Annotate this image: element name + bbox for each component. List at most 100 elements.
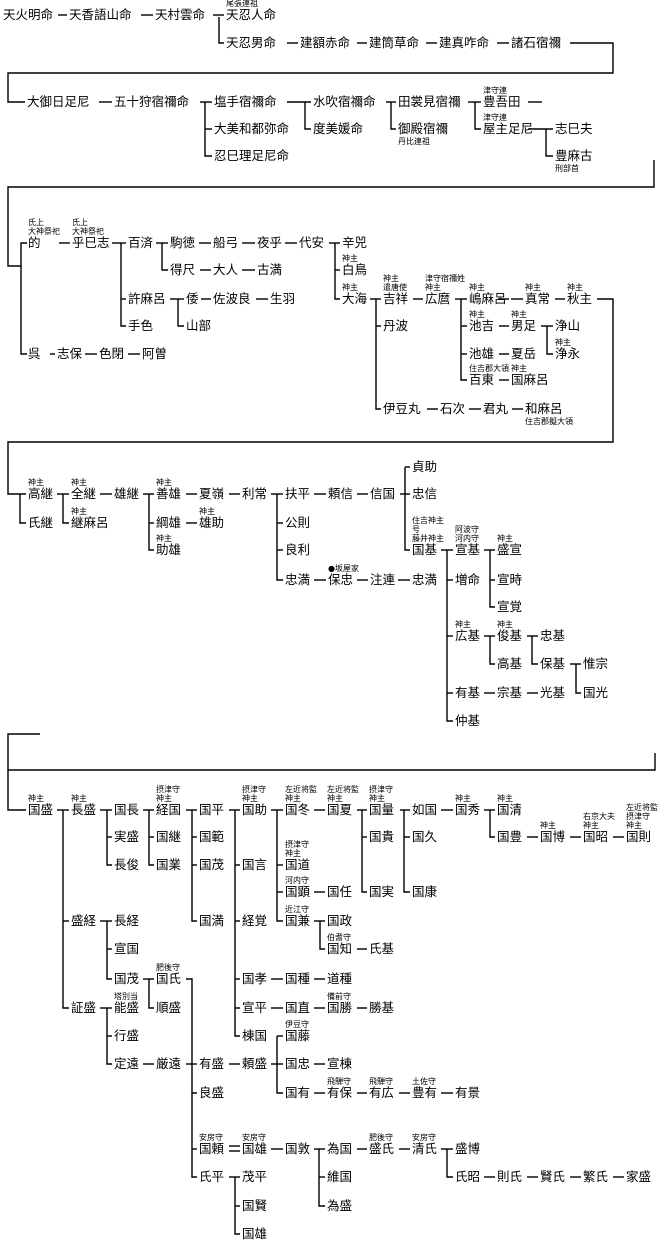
- person-name: 国昭: [583, 829, 608, 844]
- person-name: 順盛: [156, 1000, 181, 1015]
- person-name: 保基: [540, 656, 566, 671]
- person-name: 綱雄: [156, 515, 181, 530]
- person-name: 宣棟: [327, 1056, 353, 1071]
- person-name: 宣基: [455, 542, 481, 557]
- person-name: 宣覚: [497, 599, 522, 614]
- person-name: 国業: [156, 857, 182, 872]
- person-name: 秋主: [567, 291, 592, 306]
- person-node: 国豊: [497, 829, 522, 844]
- person-node: 駒徳: [170, 235, 196, 250]
- person-name: 国冬: [285, 802, 310, 817]
- person-node: 田裳見宿禰: [398, 94, 461, 109]
- person-node: 維国: [327, 1169, 352, 1184]
- person-name: 国量: [369, 802, 394, 817]
- person-node: 証盛: [71, 1000, 96, 1015]
- person-node: 忠基: [540, 628, 566, 643]
- title-annotation: 津守連: [483, 85, 507, 95]
- person-node: 繁氏: [583, 1169, 608, 1184]
- connector-line: [575, 664, 581, 694]
- title-annotation: 土佐守: [412, 1076, 436, 1086]
- person-node: 夜乎: [257, 235, 282, 250]
- connector-line: [446, 550, 453, 722]
- person-node: 宣国: [114, 941, 139, 956]
- connector-line: [7, 733, 656, 771]
- person-name: 高継: [28, 486, 53, 501]
- title-annotation: 塔別当: [114, 991, 138, 1001]
- person-name: 有景: [455, 1085, 480, 1100]
- title-annotation: 神主: [555, 337, 571, 347]
- person-name: 盛氏: [369, 1141, 394, 1156]
- person-node: 道種: [327, 971, 353, 986]
- person-name: 国光: [583, 685, 608, 700]
- person-node: 長俊: [114, 857, 139, 872]
- person-node: 有盛: [199, 1056, 224, 1071]
- person-node: 五十狩宿禰命: [114, 94, 190, 109]
- title-annotation: 神主: [567, 282, 583, 292]
- person-name: 得尺: [170, 262, 195, 277]
- person-name: 池吉: [469, 318, 494, 333]
- person-node: 良利: [285, 542, 310, 557]
- person-node: 国言: [242, 857, 267, 872]
- person-node: 行盛: [114, 1028, 139, 1043]
- person-name: 頼盛: [242, 1056, 267, 1071]
- title-annotation: 藤井神主: [412, 533, 444, 543]
- person-node: 呉: [28, 346, 41, 361]
- person-node: 建筒草命: [369, 35, 420, 50]
- title-annotation: 神主: [583, 820, 599, 830]
- person-node: 色閉: [99, 346, 124, 361]
- person-name: 豊麻古: [555, 148, 593, 163]
- person-node: 阿曽: [142, 346, 167, 361]
- person-name: 証盛: [71, 1000, 96, 1015]
- person-node: 厳遠: [156, 1056, 181, 1071]
- person-name: 国豊: [497, 829, 522, 844]
- connector-line: [361, 810, 367, 893]
- person-name: 忍巳理足尼命: [214, 148, 290, 163]
- person-name: 維国: [327, 1169, 352, 1184]
- person-name: 全継: [71, 486, 96, 501]
- subtitle-annotation: 刑部首: [555, 163, 579, 173]
- person-name: 国賢: [242, 1198, 268, 1213]
- connector-line: [234, 1177, 240, 1235]
- person-name: 棟国: [242, 1028, 267, 1043]
- title-annotation: 神主: [28, 477, 44, 487]
- title-annotation: 摂津守: [242, 784, 266, 794]
- connector-line: [319, 921, 325, 950]
- person-node: 氏昭: [455, 1169, 480, 1184]
- person-name: 厳遠: [156, 1056, 181, 1071]
- person-name: 国継: [156, 829, 181, 844]
- title-annotation: ●坂屋家: [328, 563, 359, 573]
- person-node: 国種: [285, 971, 311, 986]
- title-annotation: 伊豆守: [285, 1019, 309, 1029]
- person-node: 仲基: [455, 713, 481, 728]
- person-name: 国夏: [327, 802, 353, 817]
- person-name: 長盛: [71, 802, 96, 817]
- title-annotation: 備前守: [327, 991, 351, 1001]
- title-annotation: 神主: [626, 820, 642, 830]
- person-name: 塩手宿禰命: [214, 94, 277, 109]
- title-annotation: 神主: [497, 533, 513, 543]
- person-name: 屋主足尼: [483, 121, 533, 136]
- connector-line: [276, 1036, 283, 1094]
- person-name: 国藤: [285, 1028, 311, 1043]
- person-name: 男足: [511, 318, 537, 333]
- person-name: 天火明命: [3, 7, 54, 22]
- connector-line: [148, 979, 154, 1009]
- person-name: 信国: [370, 486, 395, 501]
- subtitle-annotation: 丹比連祖: [398, 136, 430, 146]
- person-name: 継麻呂: [71, 515, 109, 530]
- person-name: 長経: [114, 913, 140, 928]
